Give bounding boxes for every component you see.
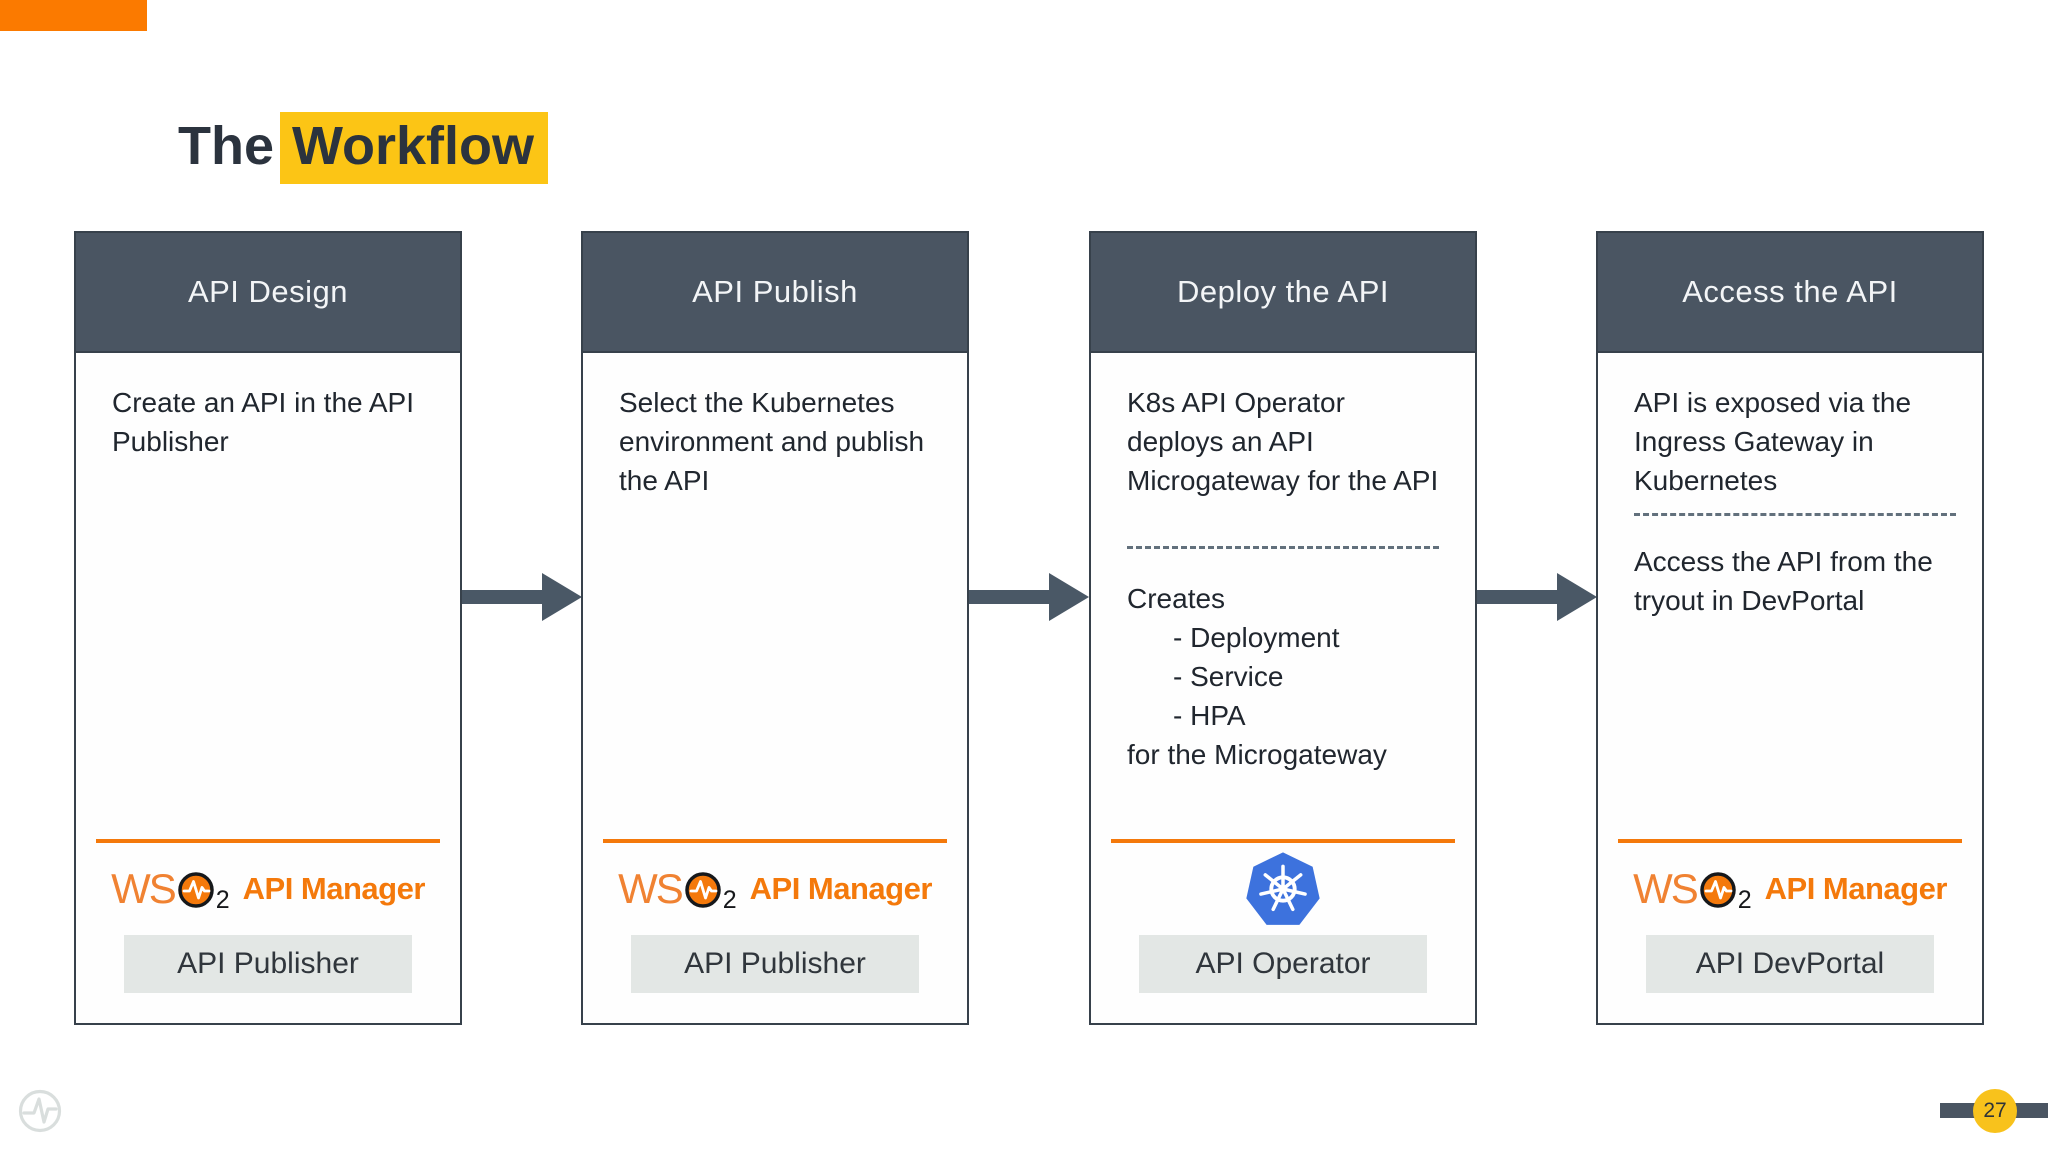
card-description: Create an API in the API Publisher — [112, 387, 414, 457]
wso2-pulse-icon — [177, 872, 214, 908]
card-deploy-api: Deploy the API K8s API Operator deploys … — [1089, 231, 1477, 1025]
wso2-subscript: 2 — [722, 886, 737, 914]
arrow-head — [1049, 573, 1089, 621]
arrow-head — [542, 573, 582, 621]
creates-item: - HPA — [1173, 700, 1246, 731]
card-footer: API Operator — [1091, 839, 1475, 1023]
creates-item: - Deployment — [1173, 622, 1340, 653]
card-header: API Design — [76, 233, 460, 353]
wso2-subscript: 2 — [1737, 886, 1752, 914]
dashed-divider — [1127, 546, 1439, 549]
title-prefix: The — [178, 116, 275, 176]
top-accent-bar — [0, 0, 147, 31]
flow-arrow-right-icon — [1477, 566, 1597, 628]
card-header-label: Access the API — [1682, 274, 1898, 309]
api-publisher-button[interactable]: API Publisher — [124, 935, 412, 993]
flow-arrow-right-icon — [969, 566, 1089, 628]
card-header-label: Deploy the API — [1176, 274, 1390, 309]
wso2-product-text: API Manager — [242, 871, 426, 906]
wso2-pulse-icon — [1699, 872, 1736, 908]
card-footer: WS 2 API Manager API DevPortal — [1598, 839, 1982, 1023]
page-number: 27 — [1983, 1099, 2007, 1122]
wso2-ws-text: WS — [111, 865, 177, 912]
wso2-subscript: 2 — [215, 886, 230, 914]
arrow-tail — [1477, 590, 1563, 604]
wso2-logo: WS 2 API Manager — [1633, 865, 1948, 914]
orange-divider — [1618, 839, 1962, 843]
wso2-pulse-icon — [684, 872, 721, 908]
card-body: Select the Kubernetes environment and pu… — [583, 353, 967, 500]
orange-divider — [1111, 839, 1455, 843]
card-body: Create an API in the API Publisher — [76, 353, 460, 461]
wso2-api-manager-logo: WS 2 API Manager — [96, 843, 440, 935]
card-api-design: API Design Create an API in the API Publ… — [74, 231, 462, 1025]
card-body: API is exposed via the Ingress Gateway i… — [1598, 353, 1982, 620]
api-publisher-button[interactable]: API Publisher — [631, 935, 919, 993]
dashed-divider — [1634, 513, 1956, 516]
arrow-tail — [462, 590, 548, 604]
flow-arrow-right-icon — [462, 566, 582, 628]
card-header: Access the API — [1598, 233, 1982, 353]
creates-list: Creates - Deployment - Service - HPA for… — [1127, 579, 1439, 774]
wso2-logo: WS 2 API Manager — [618, 865, 933, 914]
wso2-api-manager-logo: WS 2 API Manager — [1618, 843, 1962, 935]
arrow-tail — [969, 590, 1055, 604]
wso2-ws-text: WS — [1633, 865, 1699, 912]
card-body: K8s API Operator deploys an API Microgat… — [1091, 353, 1475, 774]
api-devportal-button[interactable]: API DevPortal — [1646, 935, 1934, 993]
wso2-logo: WS 2 API Manager — [111, 865, 426, 914]
orange-divider — [96, 839, 440, 843]
card-description: K8s API Operator deploys an API Microgat… — [1127, 387, 1439, 496]
card-footer: WS 2 API Manager API Publisher — [76, 839, 460, 1023]
arrow-head — [1557, 573, 1597, 621]
card-header-label: API Design — [187, 274, 349, 309]
wso2-product-text: API Manager — [749, 871, 933, 906]
creates-item: - Service — [1173, 661, 1284, 692]
card-header-label: API Publish — [692, 274, 858, 309]
card-footer: WS 2 API Manager API Publisher — [583, 839, 967, 1023]
creates-suffix: for the Microgateway — [1127, 739, 1387, 770]
kubernetes-logo — [1111, 843, 1455, 935]
card-description: Select the Kubernetes environment and pu… — [619, 387, 925, 496]
card-header: API Publish — [583, 233, 967, 353]
card-description: API is exposed via the Ingress Gateway i… — [1634, 387, 1912, 496]
wso2-api-manager-logo: WS 2 API Manager — [603, 843, 947, 935]
orange-divider — [603, 839, 947, 843]
api-operator-button[interactable]: API Operator — [1139, 935, 1427, 993]
wso2-product-text: API Manager — [1764, 871, 1948, 906]
kubernetes-wheel-icon — [1246, 852, 1320, 925]
card-api-publish: API Publish Select the Kubernetes enviro… — [581, 231, 969, 1025]
wso2-watermark-icon — [18, 1089, 62, 1133]
title-highlight: Workflow — [280, 112, 549, 184]
card-header: Deploy the API — [1091, 233, 1475, 353]
card-description-secondary: Access the API from the tryout in DevPor… — [1634, 546, 1933, 616]
wso2-ws-text: WS — [618, 865, 684, 912]
page-number-badge: 27 — [1973, 1089, 2017, 1133]
card-access-api: Access the API API is exposed via the In… — [1596, 231, 1984, 1025]
creates-label: Creates — [1127, 583, 1226, 614]
